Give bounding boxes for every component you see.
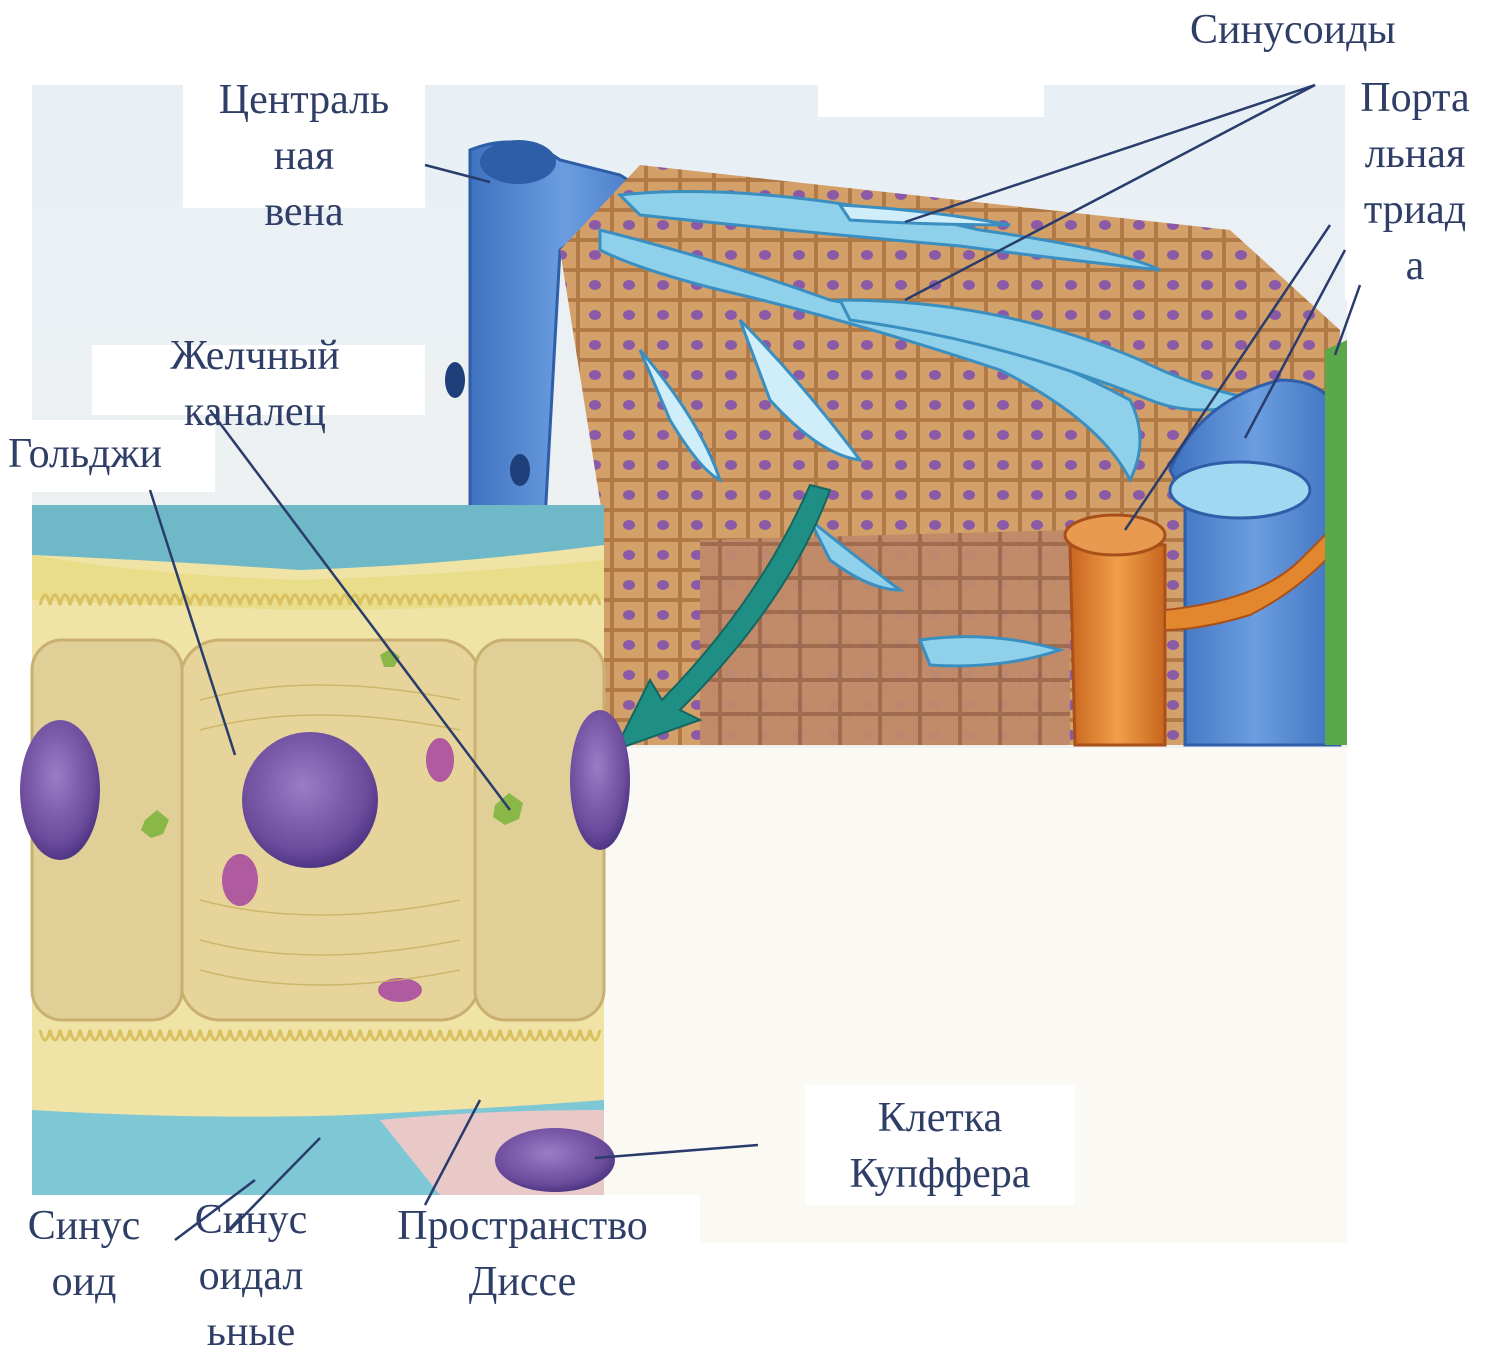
kupffer-cell-nucleus xyxy=(495,1128,615,1192)
label-sinusoids-text: Синусоиды xyxy=(1190,2,1396,58)
label-disse-line-2: Диссе xyxy=(375,1254,670,1310)
label-kupffer-line-1: Клетка xyxy=(815,1090,1065,1146)
label-bile-canaliculus-line-2: каналец xyxy=(130,384,380,440)
label-portal-triad: Порта льная триад а xyxy=(1345,70,1485,294)
label-portal-triad-line-3: триад xyxy=(1345,182,1485,238)
label-central-vein: Централь ная вена xyxy=(188,72,420,240)
hepatocyte-detail-panel xyxy=(20,505,630,1195)
label-box-top xyxy=(818,85,1044,117)
nucleus-left xyxy=(20,720,100,860)
label-central-vein-line-3: вена xyxy=(188,184,420,240)
label-sinusoid-line-1: Синус xyxy=(14,1198,154,1254)
label-sinusoid-line-2: оид xyxy=(14,1254,154,1310)
label-portal-triad-line-2: льная xyxy=(1345,126,1485,182)
label-sinusoid: Синус оид xyxy=(14,1198,154,1310)
label-golgi-text: Гольджи xyxy=(8,426,162,482)
label-bile-canaliculus: Желчный каналец xyxy=(130,328,380,440)
label-central-vein-line-2: ная xyxy=(188,128,420,184)
nucleus-right xyxy=(570,710,630,850)
label-sinusoidal-line-2: оидал xyxy=(176,1248,326,1304)
label-sinusoids: Синусоиды xyxy=(1190,2,1396,58)
label-kupffer-cell: Клетка Купффера xyxy=(815,1090,1065,1202)
label-kupffer-line-2: Купффера xyxy=(815,1146,1065,1202)
nucleus-center xyxy=(242,732,378,868)
label-sinusoidal: Синус оидал ьные xyxy=(176,1192,326,1360)
label-central-vein-line-1: Централь xyxy=(188,72,420,128)
label-portal-triad-line-1: Порта xyxy=(1345,70,1485,126)
label-space-of-disse: Пространство Диссе xyxy=(375,1198,670,1310)
label-golgi: Гольджи xyxy=(8,426,162,482)
label-portal-triad-line-4: а xyxy=(1345,238,1485,294)
label-bile-canaliculus-line-1: Желчный xyxy=(130,328,380,384)
label-sinusoidal-line-1: Синус xyxy=(176,1192,326,1248)
bile-duct xyxy=(1325,340,1347,745)
label-disse-line-1: Пространство xyxy=(375,1198,670,1254)
